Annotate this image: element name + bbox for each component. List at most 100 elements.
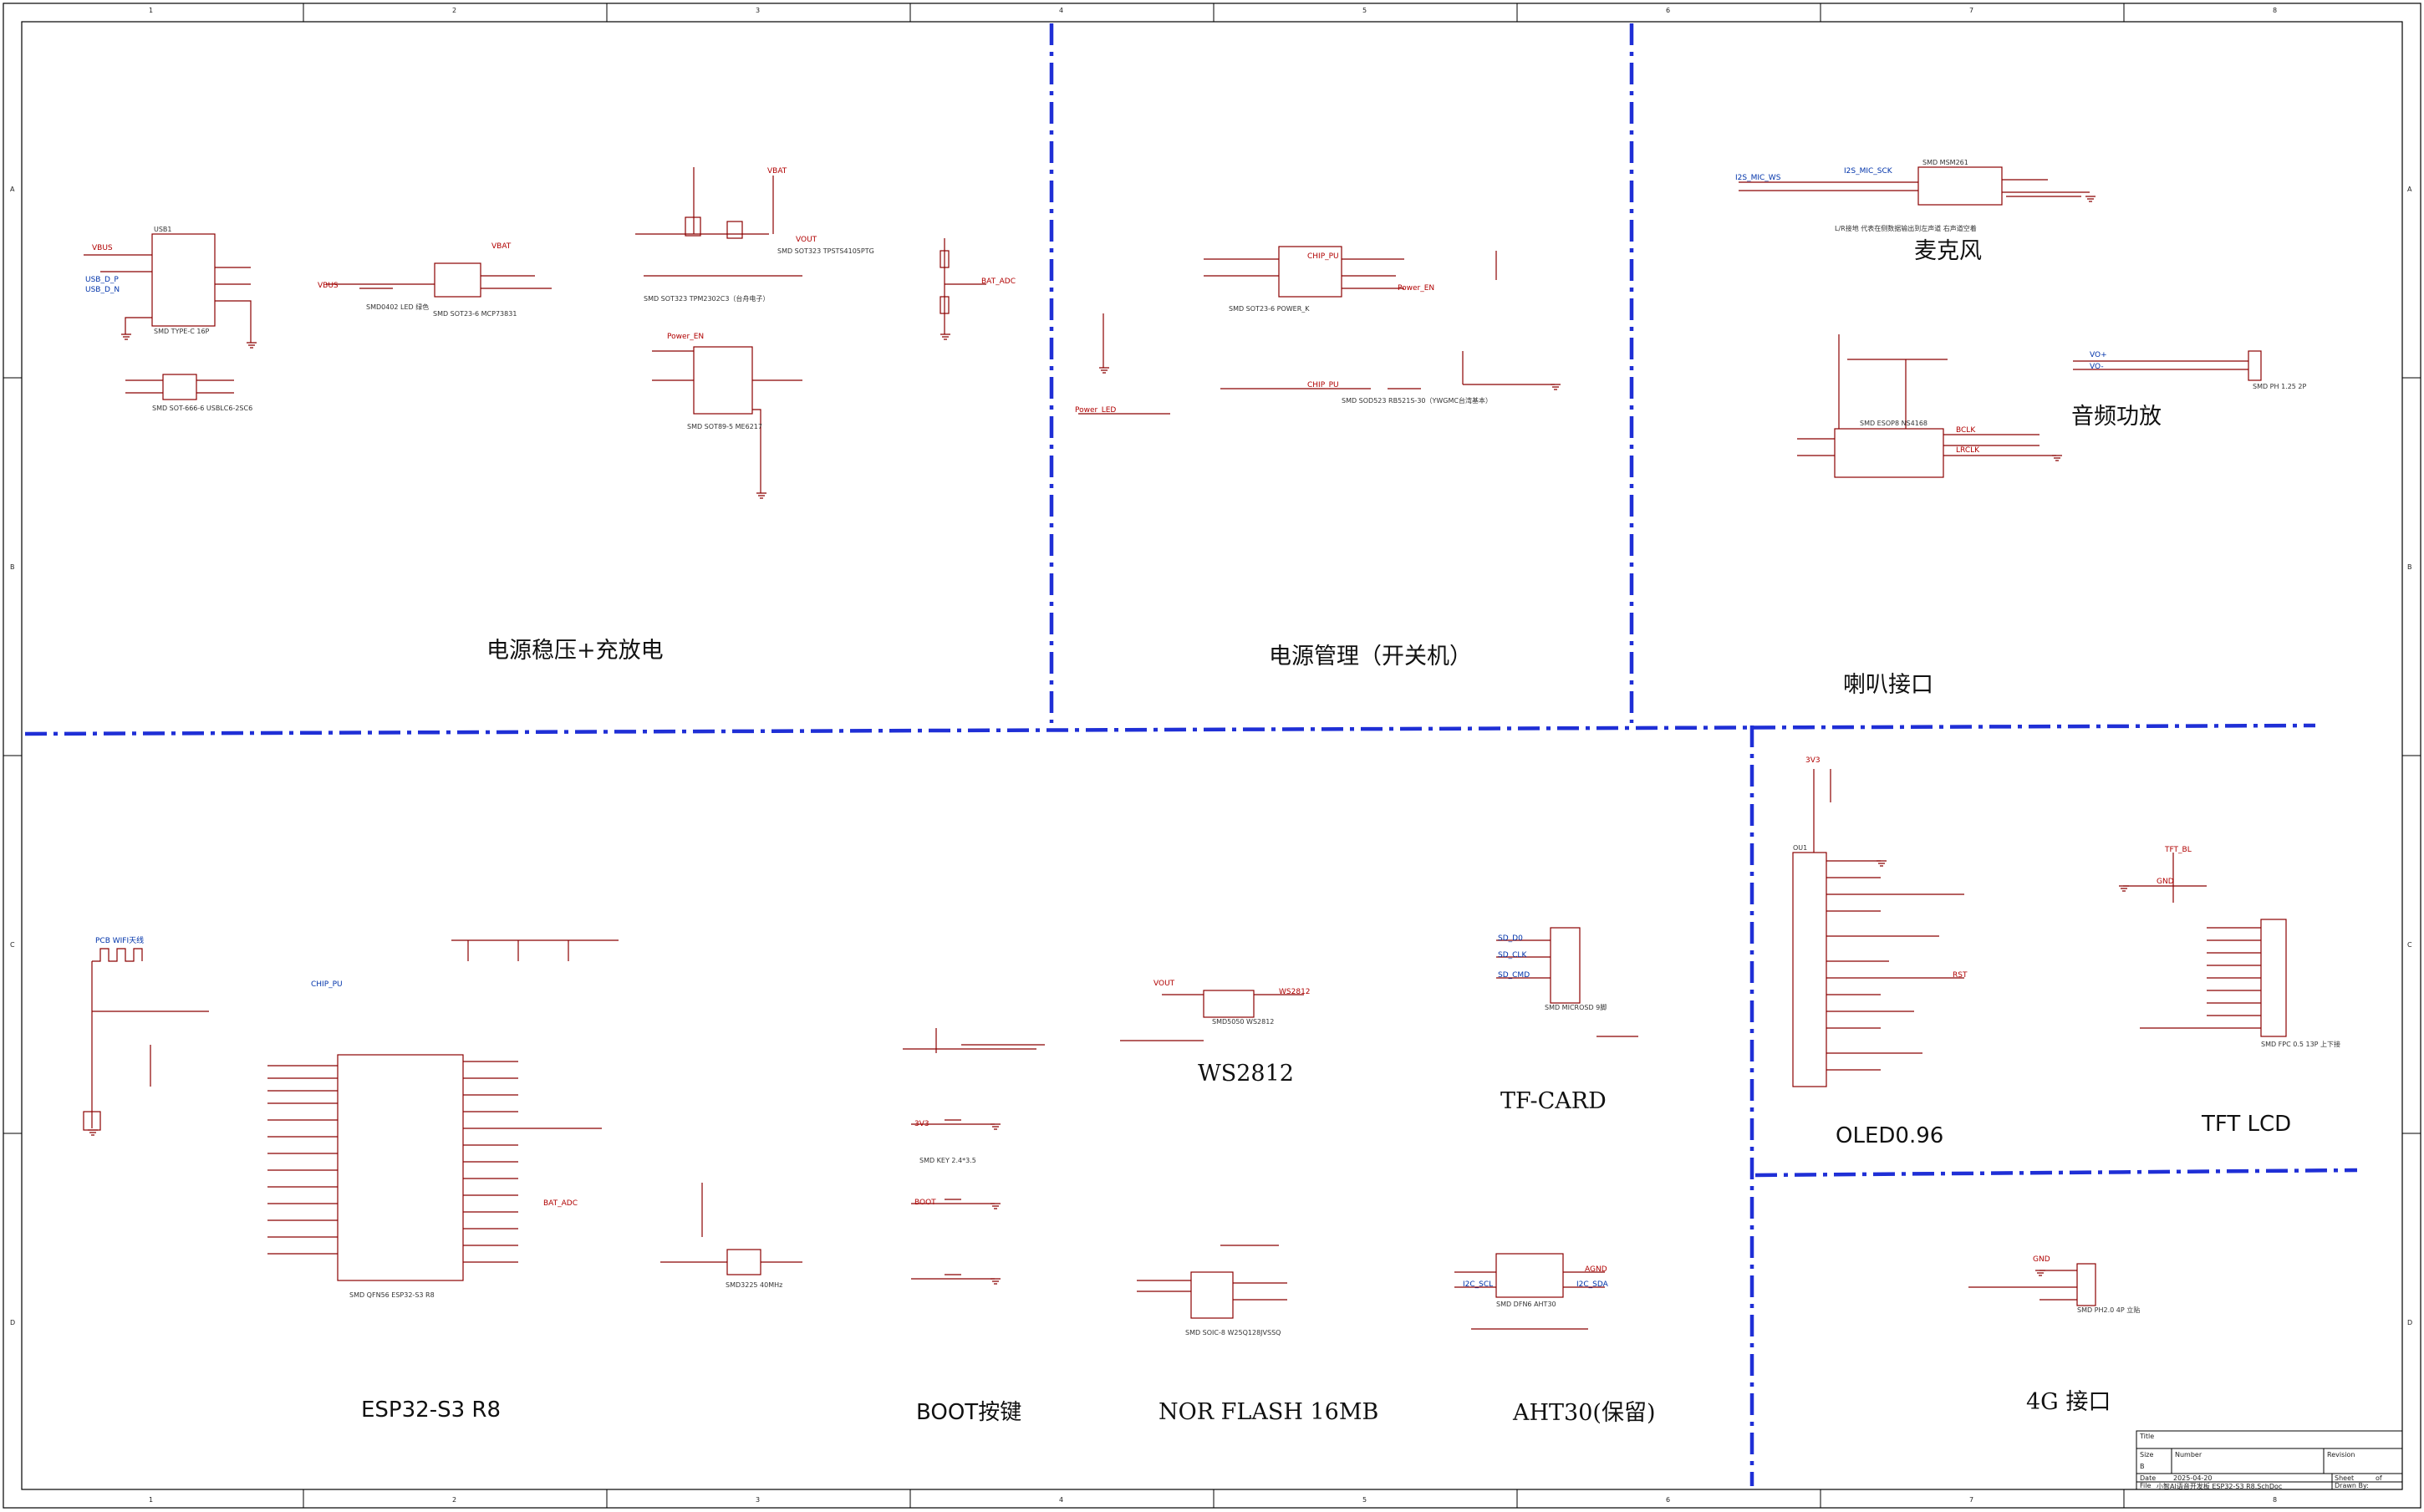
section-title-ws2812: WS2812 [1198,1061,1294,1087]
col-index-1-bottom: 1 [149,1496,154,1504]
sheet-of: of [2376,1474,2382,1482]
section-title-aht30: AHT30(保留) [1513,1400,1656,1426]
ldo-label: SMD SOT89-5 ME6217 [687,423,762,430]
oled-ref-label: OU1 [1793,844,1808,852]
net-v3-btn: 3V3 [914,1120,929,1128]
col-index-3: 3 [756,7,761,14]
net-sd-cmd: SD_CMD [1498,971,1530,980]
date-label: Date [2140,1474,2157,1482]
size-value: B [2140,1463,2145,1470]
section-title-speaker: 喇叭接口 [1843,672,1933,698]
flash-part-label: SMD SOIC-8 W25Q128JVSSQ [1185,1329,1281,1336]
net-chip-pu: CHIP_PU [1307,252,1339,261]
number-label: Number [2175,1451,2202,1459]
net-lrclk: LRCLK [1956,446,1980,455]
row-index-c: C [10,941,15,949]
col-index-2-bottom: 2 [452,1496,457,1504]
net-usb-dn: USB_D_N [85,286,120,294]
section-title-power-mgmt: 电源管理（开关机） [1269,644,1472,669]
col-index-2: 2 [452,7,457,14]
section-title-power-charge: 电源稳压+充放电 [486,638,664,664]
ws2812-part-label: SMD5050 WS2812 [1212,1018,1275,1026]
net-ws2812: WS2812 [1279,988,1311,996]
section-title-tfcard: TF-CARD [1500,1088,1607,1114]
mosfet2-label: SMD SOT323 TPSTS4105PTG [777,247,874,255]
col-index-7-bottom: 7 [1969,1496,1974,1504]
net-i2s-sck: I2S_MIC_SCK [1844,167,1892,176]
section-title-oled: OLED0.96 [1836,1123,1944,1148]
col-index-6-bottom: 6 [1666,1496,1671,1504]
usb-ref: USB1 [154,226,172,233]
section-title-boot: BOOT按键 [916,1400,1022,1425]
amp-part-label: SMD ESOP8 NS4168 [1860,420,1927,427]
esp32-part-label: SMD QFN56 ESP32-S3 R8 [349,1291,435,1299]
net-gnd-tft: GND [2157,878,2174,886]
col-index-4: 4 [1059,7,1064,14]
net-tft-bl: TFT_BL [2165,846,2192,854]
revision-label: Revision [2327,1451,2355,1459]
row-index-d: D [10,1319,16,1326]
net-vbat-2: VBAT [767,167,787,176]
date-value: 2025-04-20 [2173,1474,2213,1482]
net-v3-oled: 3V3 [1805,756,1821,765]
net-power-en-2: Power_EN [1398,284,1435,293]
title-label: Title [2140,1433,2155,1440]
net-spk-p: VO+ [2090,351,2107,359]
charger-label: SMD SOT23-6 MCP73831 [433,310,517,318]
tft-part-label: SMD FPC 0.5 13P 上下接 [2261,1041,2341,1048]
file-label: File [2140,1482,2152,1489]
section-title-mic: 麦克风 [1914,238,1982,264]
drawn-by-label: Drawn By: [2335,1482,2369,1489]
net-boot: BOOT [914,1199,936,1207]
col-index-1: 1 [149,7,154,14]
net-vbus-2: VBUS [318,282,339,290]
col-index-8-bottom: 8 [2273,1496,2278,1504]
crystal-label: SMD3225 40MHz [726,1281,783,1289]
row-index-c-right: C [2407,941,2412,949]
net-i2c-scl: I2C_SCL [1463,1280,1494,1289]
net-sd-clk: SD_CLK [1498,951,1527,960]
net-sd-d0: SD_D0 [1498,934,1523,943]
net-vout-ws: VOUT [1153,980,1175,988]
net-bclk: BCLK [1956,426,1976,435]
section-title-tftlcd: TFT LCD [2202,1112,2292,1137]
tf-part-label: SMD MICROSD 9脚 [1545,1004,1607,1011]
mic-note: L/R接地 代表在侧数据输出到左声道 右声道空着 [1835,225,1977,232]
file-value: 小智AI语音开发板 ESP32-S3 R8.SchDoc [2157,1483,2283,1490]
usb-connector-label: SMD TYPE-C 16P [154,328,210,335]
section-title-4g: 4G 接口 [2026,1389,2111,1415]
col-index-5: 5 [1362,7,1367,14]
antenna-label: PCB WIFI天线 [95,937,145,945]
net-power-en: Power_EN [667,333,705,341]
mosfet1-label: SMD SOT323 TPM2302C3（台舟电子） [644,295,770,303]
net-i2c-sda: I2C_SDA [1576,1280,1608,1289]
net-rst: RST [1953,971,1968,980]
net-agnd: AGND [1585,1265,1607,1274]
net-chip-pu-esp: CHIP_PU [311,980,343,989]
net-usb-dp: USB_D_P [85,276,119,284]
row-index-b: B [10,563,15,571]
size-label: Size [2140,1451,2154,1459]
power-k-label: SMD SOT23-6 POWER_K [1229,305,1310,313]
row-index-a-right: A [2407,186,2412,193]
speaker-conn-label: SMD PH 1.25 2P [2253,383,2307,390]
net-vbat: VBAT [491,242,512,251]
net-bat-adc: BAT_ADC [981,277,1016,286]
net-bat-adc-esp: BAT_ADC [543,1199,578,1208]
g4-part-label: SMD PH2.0 4P 立贴 [2077,1306,2141,1314]
led-label: SMD0402 LED 绿色 [366,303,430,311]
col-index-4-bottom: 4 [1059,1496,1064,1504]
section-title-norflash: NOR FLASH 16MB [1159,1399,1379,1425]
diode-label: SMD SOD523 RB521S-30（YWGMC台湾基本） [1342,397,1492,405]
net-chip-pu-2: CHIP_PU [1307,381,1339,389]
net-vbus: VBUS [92,244,113,252]
row-index-b-right: B [2407,563,2412,571]
section-title-esp32: ESP32-S3 R8 [361,1397,501,1423]
mic-part-label: SMD MSM261 [1922,159,1968,166]
section-title-amp: 音频功放 [2071,404,2162,430]
row-index-a: A [10,186,15,193]
col-index-7: 7 [1969,7,1974,14]
col-index-3-bottom: 3 [756,1496,761,1504]
net-spk-n: VO- [2090,363,2104,371]
